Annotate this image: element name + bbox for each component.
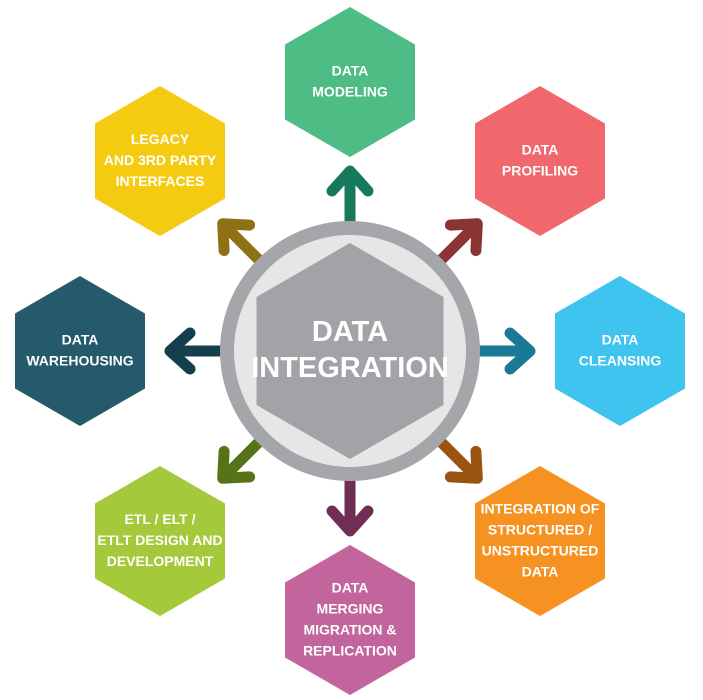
label-line: MIGRATION & xyxy=(303,621,396,637)
label-line: DATA xyxy=(332,62,369,78)
hexagon-legacy-interfaces xyxy=(95,86,225,236)
hexagon-data-profiling xyxy=(475,86,605,236)
label-line: LEGACY xyxy=(131,131,190,147)
arrow-head xyxy=(164,327,196,375)
node-legacy-interfaces: LEGACY AND 3RD PARTY INTERFACES xyxy=(95,86,225,236)
label-legacy-interfaces: LEGACY AND 3RD PARTY INTERFACES xyxy=(104,131,217,189)
node-data-modeling: DATA MODELING xyxy=(285,7,415,157)
label-data-cleansing: DATA CLEANSING xyxy=(579,331,662,368)
arrow-head xyxy=(444,445,483,484)
arrow-head xyxy=(326,165,374,197)
arrow-legacy-interfaces xyxy=(217,218,265,266)
label-line: ETL / ELT / xyxy=(124,511,195,527)
label-line: DATA xyxy=(312,316,388,348)
arrow-head xyxy=(444,218,483,257)
arrow-data-modeling xyxy=(326,165,374,225)
label-data-profiling: DATA PROFILING xyxy=(502,141,578,178)
arrow-shaft xyxy=(223,436,265,478)
label-line: DATA xyxy=(522,141,559,157)
node-integration-structured: INTEGRATION OF STRUCTURED / UNSTRUCTURED DA… xyxy=(475,466,605,616)
arrow-head xyxy=(217,445,256,484)
center-hub: DATA INTEGRATION xyxy=(220,221,480,481)
arrow-etl-elt xyxy=(217,436,265,484)
hexagon-etl-elt xyxy=(95,466,225,616)
label-line: MODELING xyxy=(312,83,388,99)
arrows-layer xyxy=(164,165,536,537)
label-line: INTEGRATION OF xyxy=(481,500,600,516)
arrow-shaft xyxy=(435,224,477,266)
label-data-merging: DATA MERGING MIGRATION & REPLICATION xyxy=(303,579,397,658)
label-line: INTERFACES xyxy=(116,173,205,189)
arrow-data-cleansing xyxy=(476,327,536,375)
label-line: WAREHOUSING xyxy=(26,352,133,368)
label-line: STRUCTURED / xyxy=(488,521,592,537)
arrow-head xyxy=(504,327,536,375)
arrow-head xyxy=(326,505,374,537)
label-data-modeling: DATA MODELING xyxy=(312,62,388,99)
label-line: CLEANSING xyxy=(579,352,662,368)
label-line: DATA xyxy=(522,563,559,579)
node-etl-elt: ETL / ELT / ETLT DESIGN AND DEVELOPMENT xyxy=(95,466,225,616)
label-line: PROFILING xyxy=(502,162,578,178)
label-etl-elt: ETL / ELT / ETLT DESIGN AND DEVELOPMENT xyxy=(97,511,222,569)
nodes-layer: DATA MODELING DATA PROFILING DATA CLEANSING IN… xyxy=(15,7,685,695)
arrow-shaft xyxy=(223,224,265,266)
arrow-data-merging xyxy=(326,477,374,537)
label-line: DATA xyxy=(332,579,369,595)
hexagon-integration-structured xyxy=(475,466,605,616)
arrow-data-profiling xyxy=(435,218,483,266)
label-line: INTEGRATION xyxy=(251,352,449,384)
arrow-head xyxy=(217,218,256,257)
hexagon-data-cleansing xyxy=(555,276,685,426)
node-data-profiling: DATA PROFILING xyxy=(475,86,605,236)
arrow-shaft xyxy=(435,436,477,478)
label-line: MERGING xyxy=(317,600,384,616)
node-data-merging: DATA MERGING MIGRATION & REPLICATION xyxy=(285,545,415,695)
hexagon-data-warehousing xyxy=(15,276,145,426)
arrow-data-warehousing xyxy=(164,327,224,375)
label-line: AND 3RD PARTY xyxy=(104,152,217,168)
node-data-warehousing: DATA WAREHOUSING xyxy=(15,276,145,426)
label-data-warehousing: DATA WAREHOUSING xyxy=(26,331,133,368)
hexagon-data-modeling xyxy=(285,7,415,157)
hexagon-data-merging xyxy=(285,545,415,695)
center-hexagon xyxy=(256,243,444,459)
label-line: REPLICATION xyxy=(303,642,397,658)
label-line: DATA xyxy=(62,331,99,347)
center-title: DATA INTEGRATION xyxy=(251,316,449,384)
label-line: DEVELOPMENT xyxy=(107,553,214,569)
label-line: DATA xyxy=(602,331,639,347)
label-line: ETLT DESIGN AND xyxy=(97,532,222,548)
label-integration-structured: INTEGRATION OF STRUCTURED / UNSTRUCTURED DA… xyxy=(481,500,600,579)
node-data-cleansing: DATA CLEANSING xyxy=(555,276,685,426)
label-line: UNSTRUCTURED xyxy=(482,542,599,558)
arrow-integration-structured xyxy=(435,436,483,484)
